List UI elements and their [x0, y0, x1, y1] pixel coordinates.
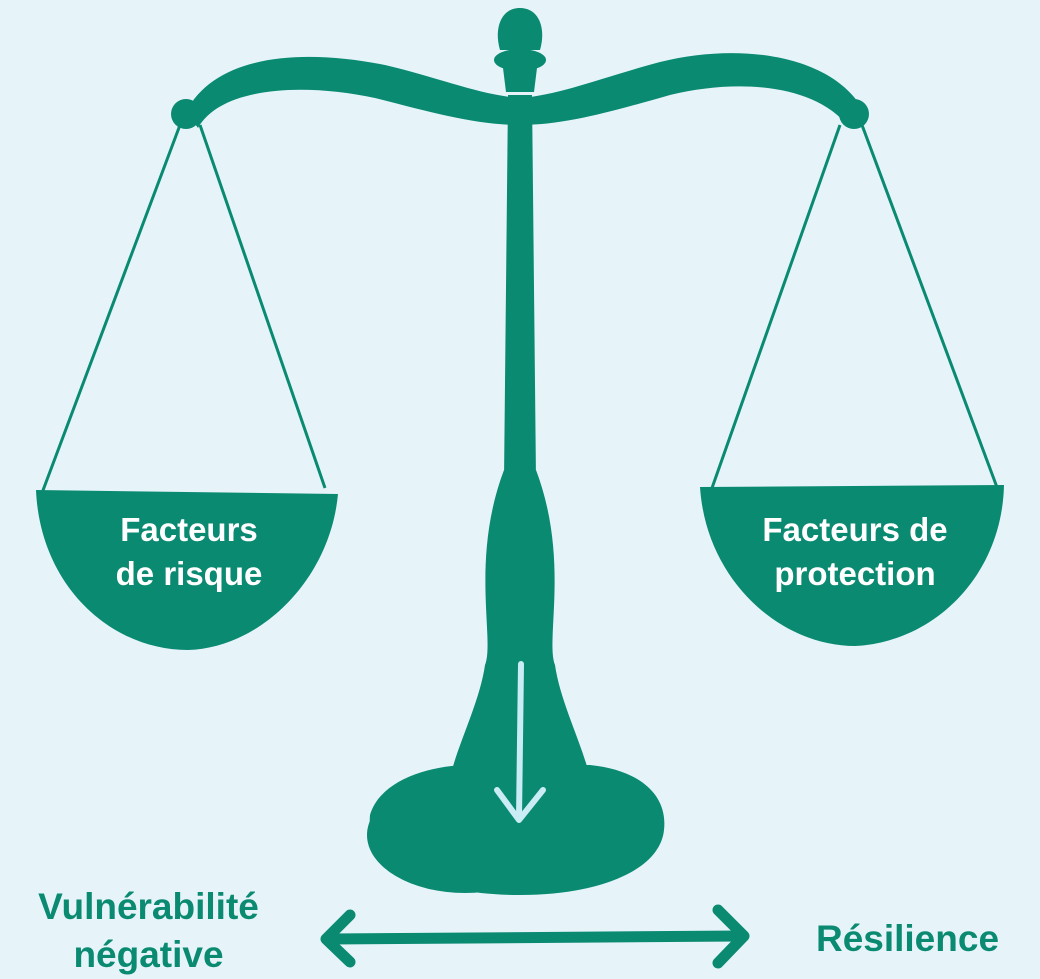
scale-stem	[452, 470, 588, 770]
scale-beam	[186, 53, 862, 128]
right-pan-label-line2: protection	[774, 555, 936, 592]
left-pivot	[171, 99, 201, 129]
axis-left-label-line1: Vulnérabilité	[38, 886, 259, 927]
right-chain-outer	[860, 124, 1000, 491]
right-pan	[700, 485, 1004, 646]
right-pivot	[839, 99, 869, 129]
axis-left-label-line2: négative	[73, 934, 224, 975]
left-pan-label: Facteurs de risque	[84, 508, 294, 596]
left-pan-label-line2: de risque	[115, 555, 263, 592]
right-pan-label-line1: Facteurs de	[762, 511, 948, 548]
right-chain-inner	[710, 124, 842, 489]
left-chain-inner	[198, 124, 327, 489]
scale-pole	[504, 95, 536, 480]
left-pan-label-line1: Facteurs	[120, 511, 258, 548]
right-pan-label: Facteurs de protection	[735, 508, 975, 596]
left-pan	[36, 490, 338, 650]
down-arrow-icon	[494, 661, 546, 823]
axis-left-label: Vulnérabilité négative	[6, 883, 291, 979]
scale-finial	[494, 8, 546, 92]
left-chain-outer	[40, 124, 182, 494]
axis-right-label-text: Résilience	[815, 918, 1000, 959]
double-arrow-icon	[320, 904, 750, 969]
axis-right-label: Résilience	[790, 915, 1025, 963]
